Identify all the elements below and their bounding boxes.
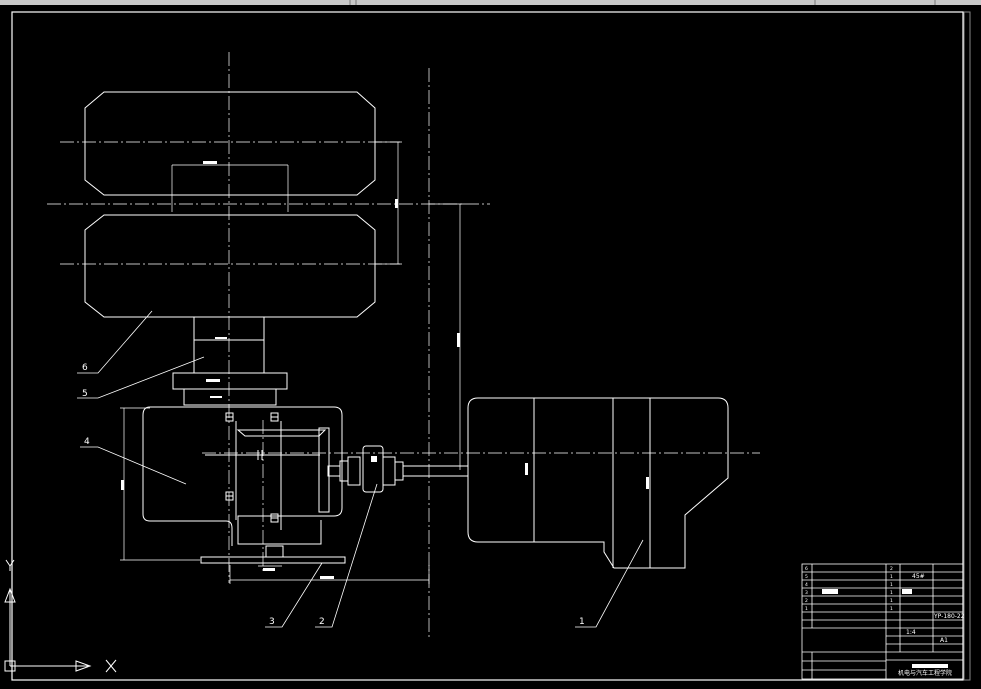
svg-text:1: 1	[890, 590, 893, 596]
motor	[467, 397, 729, 569]
gearbox-dimensions	[120, 407, 430, 584]
title-block-school: 机电与汽车工程学院	[898, 669, 952, 677]
title-block-drawing-number: YP-180-22	[933, 613, 965, 620]
svg-text:2: 2	[805, 598, 808, 604]
part-label-5: 5	[82, 389, 88, 399]
vertical-scrollbar[interactable]	[963, 11, 971, 681]
svg-text:4: 4	[805, 582, 808, 588]
title-block-material: 45#	[912, 573, 925, 580]
gearbox	[142, 406, 346, 564]
part-label-4: 4	[84, 437, 90, 447]
ucs-axis-icon	[4, 559, 117, 673]
title-block-item-numbers: 6 5 4 3 2 1 2 1 1 1 1 1	[805, 566, 893, 612]
part-label-2: 2	[319, 617, 325, 627]
svg-text:1: 1	[805, 606, 808, 612]
title-block-sheet-size: A1	[940, 637, 948, 644]
shaft-column	[172, 316, 288, 406]
title-block-scale: 1:4	[906, 629, 916, 636]
svg-text:1: 1	[890, 574, 893, 580]
top-toolbar-strip	[0, 0, 981, 5]
svg-text:6: 6	[805, 566, 808, 572]
svg-text:5: 5	[805, 574, 808, 580]
svg-text:1: 1	[890, 582, 893, 588]
part-label-6: 6	[82, 363, 88, 373]
svg-text:1: 1	[890, 598, 893, 604]
title-block	[801, 563, 964, 680]
svg-text:1: 1	[890, 606, 893, 612]
roller-width-dimension	[171, 161, 289, 212]
motor-height-dimension	[429, 203, 465, 470]
upper-roller	[84, 91, 376, 196]
svg-text:3: 3	[805, 590, 808, 596]
coupling	[327, 445, 468, 493]
part-label-3: 3	[269, 617, 275, 627]
part-label-1: 1	[579, 617, 585, 627]
centerlines	[47, 52, 760, 640]
drawing-border	[11, 11, 964, 681]
lower-roller	[84, 214, 376, 318]
roller-center-distance-dimension	[375, 141, 402, 265]
svg-text:2: 2	[890, 566, 893, 572]
leader-lines	[77, 310, 644, 628]
